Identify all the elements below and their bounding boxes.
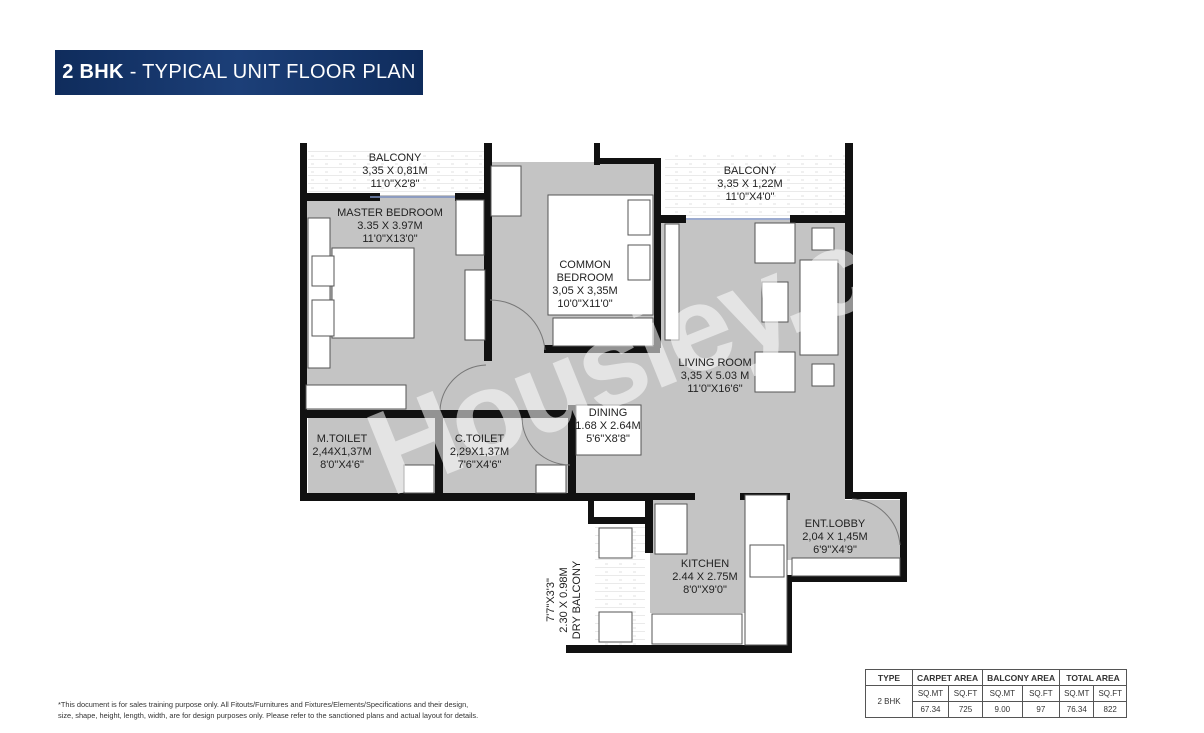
header-carpet-area: CARPET AREA — [911, 669, 984, 686]
header-balcony-area: BALCONY AREA — [982, 669, 1061, 686]
area-table-header-row: TYPE CARPET AREA BALCONY AREA TOTAL AREA — [865, 669, 1127, 686]
carpet-sqft: 725 — [947, 701, 984, 718]
disclaimer: *This document is for sales training pur… — [58, 700, 479, 720]
header-total-area: TOTAL AREA — [1059, 669, 1127, 686]
page-title: 2 BHK - TYPICAL UNIT FLOOR PLAN — [55, 50, 423, 95]
balcony-sqmt: 9.00 — [982, 701, 1023, 718]
total-sqmt: 76.34 — [1059, 701, 1095, 718]
carpet-sqmt: 67.34 — [912, 701, 949, 718]
header-type: TYPE — [865, 669, 913, 686]
title-text: - TYPICAL UNIT FLOOR PLAN — [129, 61, 416, 83]
unit-type-cell: 2 BHK — [865, 685, 913, 718]
title-unit-type: 2 BHK — [62, 61, 124, 83]
balcony-sqft: 97 — [1021, 701, 1061, 718]
area-table: TYPE CARPET AREA BALCONY AREA TOTAL AREA… — [865, 669, 1127, 718]
total-sqft: 822 — [1093, 701, 1127, 718]
